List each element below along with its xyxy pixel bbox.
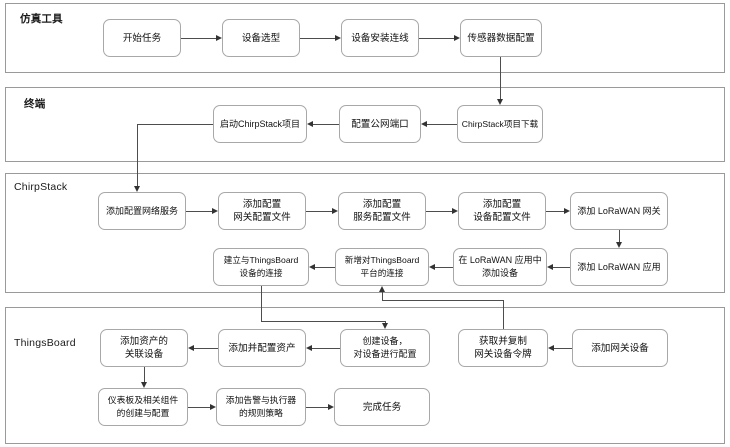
node-add-network-service[interactable]: 添加配置网络服务 [98,192,186,230]
edge-gateway-file-to-service-file [306,211,332,212]
edge-create-device-to-configure-asset-arrow [306,344,312,351]
node-add-gateway-device[interactable]: 添加网关设备 [572,329,668,367]
edge-lorawan-app-to-add-device-arrow [547,263,553,270]
edge-wiring-to-sensor-config-arrow [454,34,460,41]
edge-related-device-to-dashboard [144,367,145,382]
node-add-asset-related-device[interactable]: 添加资产的 关联设备 [100,329,188,367]
edge-start-to-device-selection-arrow [216,34,222,41]
edge-network-service-to-gateway-file [186,211,212,212]
edge-tb-device-link-to-create-device-v1 [261,286,262,321]
node-dashboard-components-config[interactable]: 仪表板及相关组件 的创建与配置 [98,388,188,426]
edge-launch-to-network-service-arrow [133,186,140,192]
node-device-selection[interactable]: 设备选型 [222,19,300,57]
edge-tb-platform-link-to-tb-device-link [315,267,335,268]
edge-service-file-to-device-file [426,211,452,212]
edge-port-config-to-launch [313,124,339,125]
edge-dashboard-to-alarm-rules-arrow [210,403,216,410]
lane-label-simulation: 仿真工具 [20,13,63,25]
node-public-network-port-config[interactable]: 配置公网端口 [339,105,421,143]
node-device-install-wiring[interactable]: 设备安装连线 [341,19,419,57]
lane-label-thingsboard: ThingsBoard [14,337,76,349]
node-add-service-config-file[interactable]: 添加配置 服务配置文件 [338,192,426,230]
edge-add-device-to-tb-platform-link [435,267,453,268]
edge-lorawan-gateway-to-lorawan-app-arrow [615,242,622,248]
node-add-thingsboard-platform-connection[interactable]: 新增对ThingsBoard 平台的连接 [335,248,429,286]
edge-add-gateway-to-copy-token-arrow [548,344,554,351]
edge-download-to-port-config [427,124,457,125]
lane-label-terminal: 终端 [24,98,46,110]
node-create-and-configure-device[interactable]: 创建设备， 对设备进行配置 [340,329,430,367]
edge-service-file-to-device-file-arrow [452,207,458,214]
edge-lorawan-app-to-add-device [553,267,570,268]
node-add-lorawan-gateway[interactable]: 添加 LoRaWAN 网关 [570,192,668,230]
edge-gateway-file-to-service-file-arrow [332,207,338,214]
node-establish-thingsboard-device-connection[interactable]: 建立与ThingsBoard 设备的连接 [213,248,309,286]
edge-sensor-config-to-download-arrow [496,99,503,105]
node-chirpstack-project-download[interactable]: ChirpStack项目下载 [457,105,543,143]
edge-related-device-to-dashboard-arrow [140,382,147,388]
node-add-configure-asset[interactable]: 添加并配置资产 [218,329,306,367]
edge-copy-token-to-tb-platform-link-v2 [382,292,383,300]
edge-tb-device-link-to-create-device-h [261,321,385,322]
edge-dashboard-to-alarm-rules [188,407,210,408]
node-add-device-config-file[interactable]: 添加配置 设备配置文件 [458,192,546,230]
edge-add-device-to-tb-platform-link-arrow [429,263,435,270]
edge-device-selection-to-wiring [300,38,335,39]
edge-configure-asset-to-related-device-arrow [188,344,194,351]
edge-tb-device-link-to-create-device-arrow [381,323,388,329]
edge-configure-asset-to-related-device [194,348,218,349]
edge-lorawan-gateway-to-lorawan-app [619,230,620,242]
edge-launch-to-network-service-h1 [137,124,213,125]
edge-create-device-to-configure-asset [312,348,340,349]
edge-device-selection-to-wiring-arrow [335,34,341,41]
edge-alarm-rules-to-finish-arrow [328,403,334,410]
node-sensor-data-config[interactable]: 传感器数据配置 [460,19,542,57]
edge-copy-token-to-tb-platform-link-h [382,300,503,301]
edge-port-config-to-launch-arrow [307,120,313,127]
edge-wiring-to-sensor-config [419,38,454,39]
edge-device-file-to-lorawan-gateway [546,211,564,212]
node-launch-chirpstack-project[interactable]: 启动ChirpStack项目 [213,105,307,143]
node-alarm-and-actuator-rules[interactable]: 添加告警与执行器 的规则策略 [216,388,306,426]
edge-launch-to-network-service-v [137,124,138,186]
node-start-task[interactable]: 开始任务 [103,19,181,57]
edge-copy-token-to-tb-platform-link-arrow [378,286,385,292]
edge-copy-token-to-tb-platform-link-v1 [503,300,504,329]
node-copy-gateway-device-token[interactable]: 获取并复制 网关设备令牌 [458,329,548,367]
node-finish-task[interactable]: 完成任务 [334,388,430,426]
edge-device-file-to-lorawan-gateway-arrow [564,207,570,214]
node-add-gateway-config-file[interactable]: 添加配置 网关配置文件 [218,192,306,230]
edge-sensor-config-to-download [500,57,501,99]
lane-label-chirpstack: ChirpStack [14,181,68,193]
edge-add-gateway-to-copy-token [554,348,572,349]
edge-download-to-port-config-arrow [421,120,427,127]
edge-tb-platform-link-to-tb-device-link-arrow [309,263,315,270]
node-add-device-in-lorawan-app[interactable]: 在 LoRaWAN 应用中 添加设备 [453,248,547,286]
edge-alarm-rules-to-finish [306,407,328,408]
node-add-lorawan-application[interactable]: 添加 LoRaWAN 应用 [570,248,668,286]
edge-network-service-to-gateway-file-arrow [212,207,218,214]
edge-start-to-device-selection [181,38,216,39]
